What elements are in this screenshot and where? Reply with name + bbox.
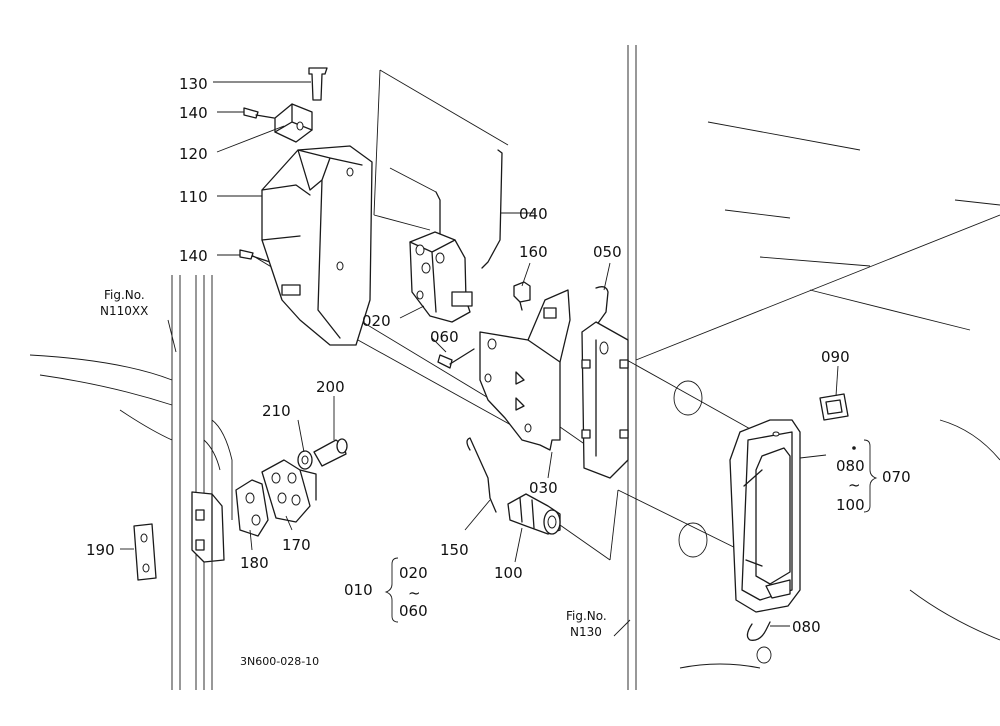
label-090: 090: [821, 348, 850, 366]
part-170-plate: [261, 459, 317, 523]
label-080: 080: [792, 618, 821, 636]
label-110: 110: [179, 188, 208, 206]
group-010-top: 020: [399, 564, 428, 582]
diagram-id: 3N600-028-10: [240, 655, 319, 668]
label-040: 040: [519, 205, 548, 223]
part-020-latch: [409, 231, 473, 323]
part-030-plate: [479, 289, 571, 451]
fig-ref-n130: Fig.No. N130: [566, 609, 607, 639]
fig-ref-n110xx-line1: Fig.No.: [104, 288, 145, 302]
label-060: 060: [430, 328, 459, 346]
part-080-clip: [746, 621, 771, 641]
label-210: 210: [262, 402, 291, 420]
door-frame-structure: [29, 45, 1000, 690]
label-030: 030: [529, 479, 558, 497]
label-170: 170: [282, 536, 311, 554]
part-150-spring: [466, 437, 497, 513]
group-070-top: 080: [836, 457, 865, 475]
label-120: 120: [179, 145, 208, 163]
label-160: 160: [519, 243, 548, 261]
group-010-label: 010: [344, 581, 373, 599]
part-190-striker: [133, 523, 157, 581]
label-100: 100: [494, 564, 523, 582]
group-070-tilde: ~: [848, 476, 861, 494]
part-180-gasket: [235, 479, 269, 537]
part-070-handle: [729, 419, 801, 613]
part-060-screw: [437, 348, 475, 369]
part-100-cylinder: [507, 493, 561, 535]
part-030-backplate: [581, 321, 629, 479]
part-labels: 130 140 120 110 140 040 160 050 020 060 …: [86, 75, 850, 636]
pillar-bracket: [191, 491, 225, 563]
part-050-clip: [595, 286, 609, 327]
group-010: 010 020 ~ 060: [344, 557, 428, 623]
group-070-label: 070: [882, 468, 911, 486]
part-140-screw-lower: [239, 249, 271, 263]
part-090-pad: [819, 393, 849, 421]
fig-ref-n110xx: Fig.No. N110XX: [100, 288, 148, 318]
group-070: 080 ~ 100 070: [836, 439, 911, 514]
group-010-bottom: 060: [399, 602, 428, 620]
label-180: 180: [240, 554, 269, 572]
label-130: 130: [179, 75, 208, 93]
group-010-tilde: ~: [408, 584, 421, 602]
fig-ref-n130-line2: N130: [570, 625, 602, 639]
label-140-upper: 140: [179, 104, 208, 122]
label-140-lower: 140: [179, 247, 208, 265]
label-020: 020: [362, 312, 391, 330]
part-120-block: [274, 103, 313, 143]
part-160-bolt: [513, 281, 531, 311]
group-070-bottom: 100: [836, 496, 865, 514]
part-110-cover: [261, 145, 373, 346]
fig-ref-n110xx-line2: N110XX: [100, 304, 148, 318]
label-200: 200: [316, 378, 345, 396]
part-210-washer: [297, 450, 313, 470]
part-140-screw-upper: [243, 107, 275, 119]
label-190: 190: [86, 541, 115, 559]
leader-lines: [120, 81, 856, 637]
fig-ref-n130-line1: Fig.No.: [566, 609, 607, 623]
part-130-pin: [308, 67, 328, 101]
part-200-bolt: [313, 438, 348, 467]
label-150: 150: [440, 541, 469, 559]
label-050: 050: [593, 243, 622, 261]
